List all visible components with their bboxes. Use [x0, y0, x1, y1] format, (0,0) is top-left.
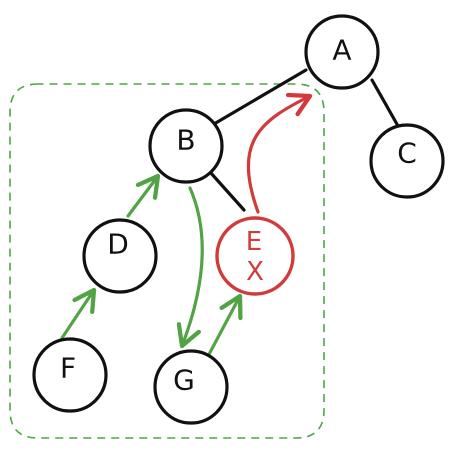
node-f-circle	[32, 337, 108, 413]
node-f-label: F	[60, 352, 76, 385]
node-f: F	[32, 337, 108, 413]
node-d-circle	[82, 218, 158, 294]
node-b-circle	[148, 108, 224, 184]
node-a: A	[304, 14, 380, 90]
edge-a-b	[212, 68, 308, 126]
node-e-mark: X	[246, 257, 264, 287]
node-c: C	[369, 123, 445, 199]
node-e-label: E	[246, 227, 262, 257]
node-g: G	[153, 349, 229, 425]
arrow-g-to-e	[204, 293, 243, 362]
arrow-d-to-b	[126, 173, 161, 218]
node-g-circle	[153, 349, 229, 425]
traversal-arrows	[60, 92, 313, 362]
subtree-group-border	[9, 83, 325, 439]
arrow-f-to-d	[60, 287, 97, 340]
tree-edges	[208, 68, 400, 212]
arrow-b-to-g	[176, 186, 204, 349]
node-b-label: B	[176, 124, 195, 157]
node-b: B	[148, 108, 224, 184]
node-c-circle	[369, 123, 445, 199]
node-e: E X	[215, 216, 295, 296]
node-d-label: D	[107, 228, 129, 261]
edge-a-c	[370, 78, 400, 128]
node-d: D	[82, 218, 158, 294]
edge-b-e	[208, 170, 246, 212]
node-c-label: C	[397, 137, 417, 170]
arrow-e-to-a	[246, 92, 313, 214]
node-a-circle	[304, 14, 380, 90]
node-a-label: A	[332, 34, 351, 67]
node-e-circle	[215, 216, 295, 296]
node-g-label: G	[173, 364, 195, 397]
